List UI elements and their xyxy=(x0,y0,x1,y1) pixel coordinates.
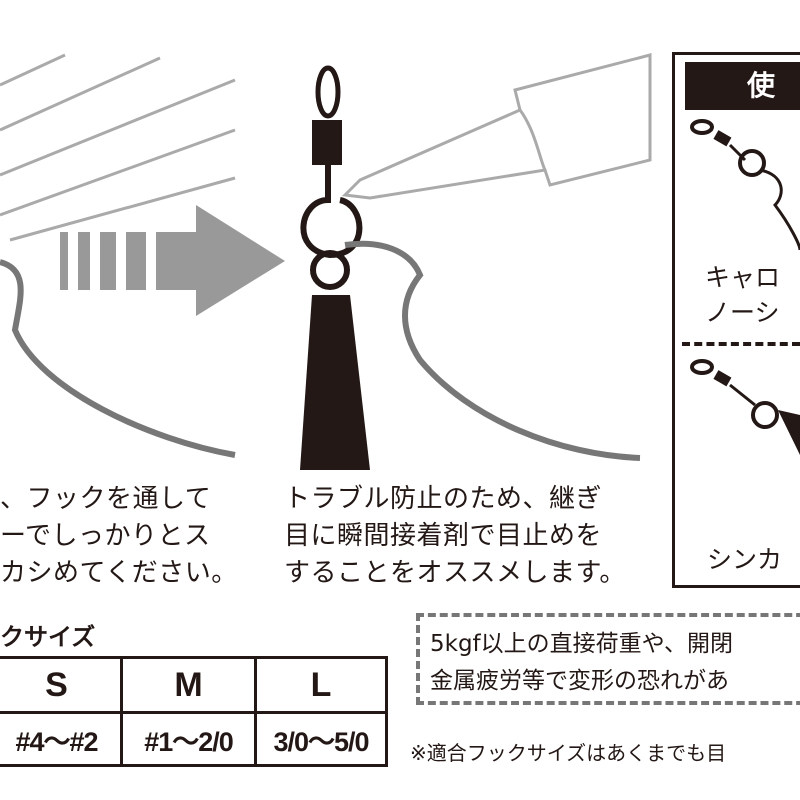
left-line-3: カシめてください。 xyxy=(0,558,238,588)
hook-size-title: クサイズ xyxy=(0,623,96,651)
hook-size-table: S M L #4～#2 #1～2/0 3/0～5/0 xyxy=(0,656,388,767)
line-right xyxy=(344,240,641,461)
center-instruction: トラブル防止のため、継ぎ 目に瞬間接着剤で目止めを することをオススメします。 xyxy=(284,481,626,592)
usage-panel xyxy=(672,52,800,588)
glue-tube xyxy=(341,53,652,200)
center-line-1: トラブル防止のため、継ぎ xyxy=(284,484,603,514)
panel-divider xyxy=(682,342,800,346)
sinker-icon xyxy=(300,295,370,470)
center-line-3: することをオススメします。 xyxy=(284,558,626,588)
center-line-2: 目に瞬間接着剤で目止めを xyxy=(284,521,603,551)
size-m: M xyxy=(120,656,257,714)
warning-line-1: 5kgf以上の直接荷重や、開閉 xyxy=(430,631,733,657)
size-s: S xyxy=(0,656,123,714)
rig-carolina-icon xyxy=(690,119,800,251)
range-s: #4～#2 xyxy=(0,711,123,767)
warning-line-2: 金属疲労等で変形の恐れがあ xyxy=(430,668,729,694)
left-line-1: 、フックを通して xyxy=(0,484,212,514)
usage-item-1-line-2: ノーシ xyxy=(705,298,780,327)
swivel-icon xyxy=(300,65,363,290)
range-m: #1～2/0 xyxy=(120,711,257,767)
footnote: ※適合フックサイズはあくまでも目 xyxy=(410,741,727,765)
arrow-icon xyxy=(60,205,285,316)
line-left xyxy=(0,259,236,458)
usage-item-2-label: シンカ xyxy=(707,545,783,574)
left-line-2: ーでしっかりとス xyxy=(0,521,211,551)
rigging-illustration xyxy=(0,53,652,470)
left-instruction: 、フックを通して ーでしっかりとス カシめてください。 xyxy=(0,481,238,592)
usage-panel-header: 使 xyxy=(685,62,800,110)
size-l: L xyxy=(254,656,388,714)
rig-sinker-icon xyxy=(690,359,800,455)
warning-box xyxy=(416,613,800,705)
motion-lines xyxy=(0,53,236,242)
usage-item-1-line-1: キャロ xyxy=(705,263,781,292)
range-l: 3/0～5/0 xyxy=(254,711,388,767)
